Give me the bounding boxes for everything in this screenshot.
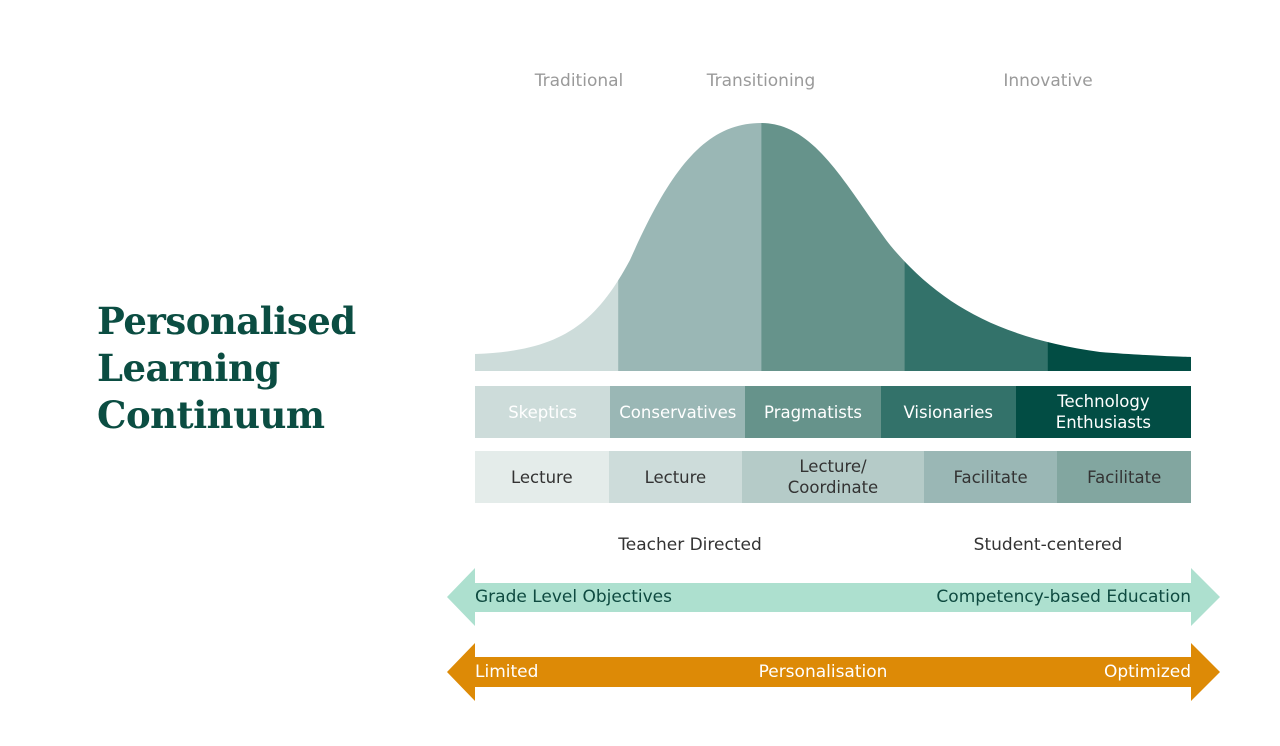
objectives-arrow — [447, 568, 1220, 626]
curve-segment — [618, 123, 762, 371]
method-cell: Facilitate — [923, 451, 1058, 503]
curve-segment — [1047, 123, 1191, 371]
personalisation-right-label: Optimized — [1103, 662, 1191, 682]
objectives-left-label: Grade Level Objectives — [475, 587, 672, 607]
personalisation-left-label: Limited — [475, 662, 539, 682]
personalisation-arrow — [447, 643, 1220, 701]
phase-innovative: Innovative — [1003, 71, 1093, 91]
title-line: Learning — [97, 346, 280, 390]
method-cell: Lecture — [608, 451, 743, 503]
curve-segment — [904, 123, 1049, 371]
axis-right-label: Student-centered — [973, 535, 1123, 555]
segment-cell: Skeptics — [475, 386, 611, 438]
axis-left-label: Teacher Directed — [618, 535, 762, 555]
method-cell: Facilitate — [1057, 451, 1191, 503]
objectives-right-label: Competency-based Education — [936, 587, 1191, 607]
personalisation-center-label: Personalisation — [758, 662, 888, 682]
segment-cell: Technology Enthusiasts — [1015, 386, 1192, 438]
segment-cell: Conservatives — [610, 386, 746, 438]
title-line: Continuum — [97, 393, 325, 437]
method-cell: Lecture/ Coordinate — [742, 451, 924, 503]
segment-cell: Visionaries — [880, 386, 1016, 438]
diagram-title: Personalised Learning Continuum — [97, 298, 356, 439]
curve-segment — [475, 123, 619, 371]
method-cell: Lecture — [475, 451, 609, 503]
phase-traditional: Traditional — [534, 71, 624, 91]
phase-transitioning: Transitioning — [706, 71, 816, 91]
segment-cell: Pragmatists — [745, 386, 881, 438]
title-line: Personalised — [97, 299, 356, 343]
curve-segment — [761, 123, 906, 371]
